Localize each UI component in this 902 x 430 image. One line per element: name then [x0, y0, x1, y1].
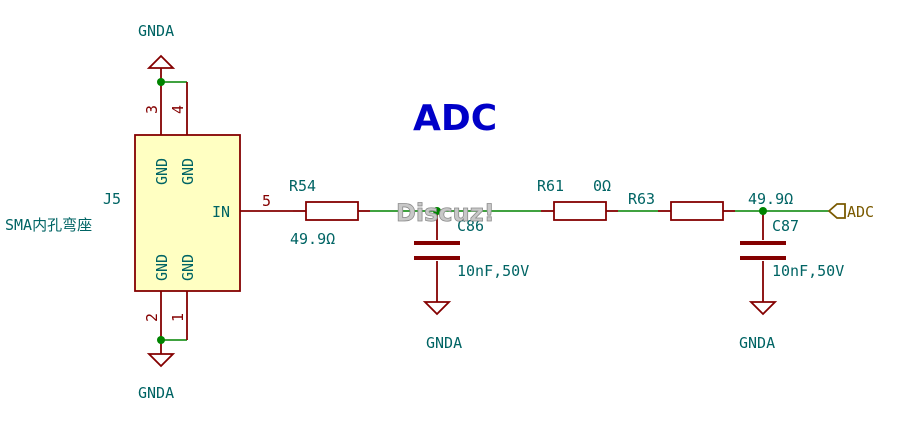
r63-ref: R63 — [628, 190, 655, 208]
junction-top — [157, 78, 165, 86]
adc-port-symbol — [827, 203, 846, 219]
j5-pin4-name: GND — [179, 158, 197, 185]
j5-pin5-number: 5 — [262, 192, 271, 210]
j5-ref: J5 — [103, 190, 121, 208]
j5-pin1-name: GND — [179, 254, 197, 281]
r61-body — [553, 201, 607, 221]
gnd-c86-label: GNDA — [426, 334, 462, 352]
r63-value: 49.9Ω — [748, 190, 793, 208]
c87-value: 10nF,50V — [772, 262, 844, 280]
j5-pin3-number: 3 — [143, 105, 161, 114]
j5-pin2-number: 2 — [143, 313, 161, 322]
junctions — [157, 78, 767, 344]
gnd-c87-label: GNDA — [739, 334, 775, 352]
r61-value: 0Ω — [593, 177, 611, 195]
r63-body — [670, 201, 724, 221]
r54-ref: R54 — [289, 177, 316, 195]
j5-pin3-name: GND — [153, 158, 171, 185]
wires — [161, 81, 829, 341]
j5-pin1-number: 1 — [169, 313, 187, 322]
junction-c86 — [433, 207, 441, 215]
junction-c87 — [759, 207, 767, 215]
watermark: Discuz! — [396, 199, 495, 227]
r61-ref: R61 — [537, 177, 564, 195]
c87-ref: C87 — [772, 217, 799, 235]
j5-pin4-number: 4 — [169, 105, 187, 114]
gnd-top-label: GNDA — [138, 22, 174, 40]
r54-body — [305, 201, 359, 221]
junction-bottom — [157, 336, 165, 344]
gnd-c86-symbol — [422, 301, 452, 316]
components — [134, 54, 846, 368]
gnd-c87-symbol — [748, 301, 778, 316]
gnd-bottom-symbol — [146, 353, 176, 368]
c86-ref: C86 — [457, 217, 484, 235]
j5-body — [134, 134, 241, 292]
j5-pin-in-label: IN — [212, 203, 230, 221]
adc-port-label: ADC — [847, 203, 874, 221]
r54-value: 49.9Ω — [290, 230, 335, 248]
gnd-top-symbol — [146, 54, 176, 69]
page-title: ADC — [413, 98, 497, 139]
c86-value: 10nF,50V — [457, 262, 529, 280]
j5-value: SMA内孔弯座 — [5, 216, 92, 234]
j5-pin2-name: GND — [153, 254, 171, 281]
gnd-bottom-label: GNDA — [138, 384, 174, 402]
